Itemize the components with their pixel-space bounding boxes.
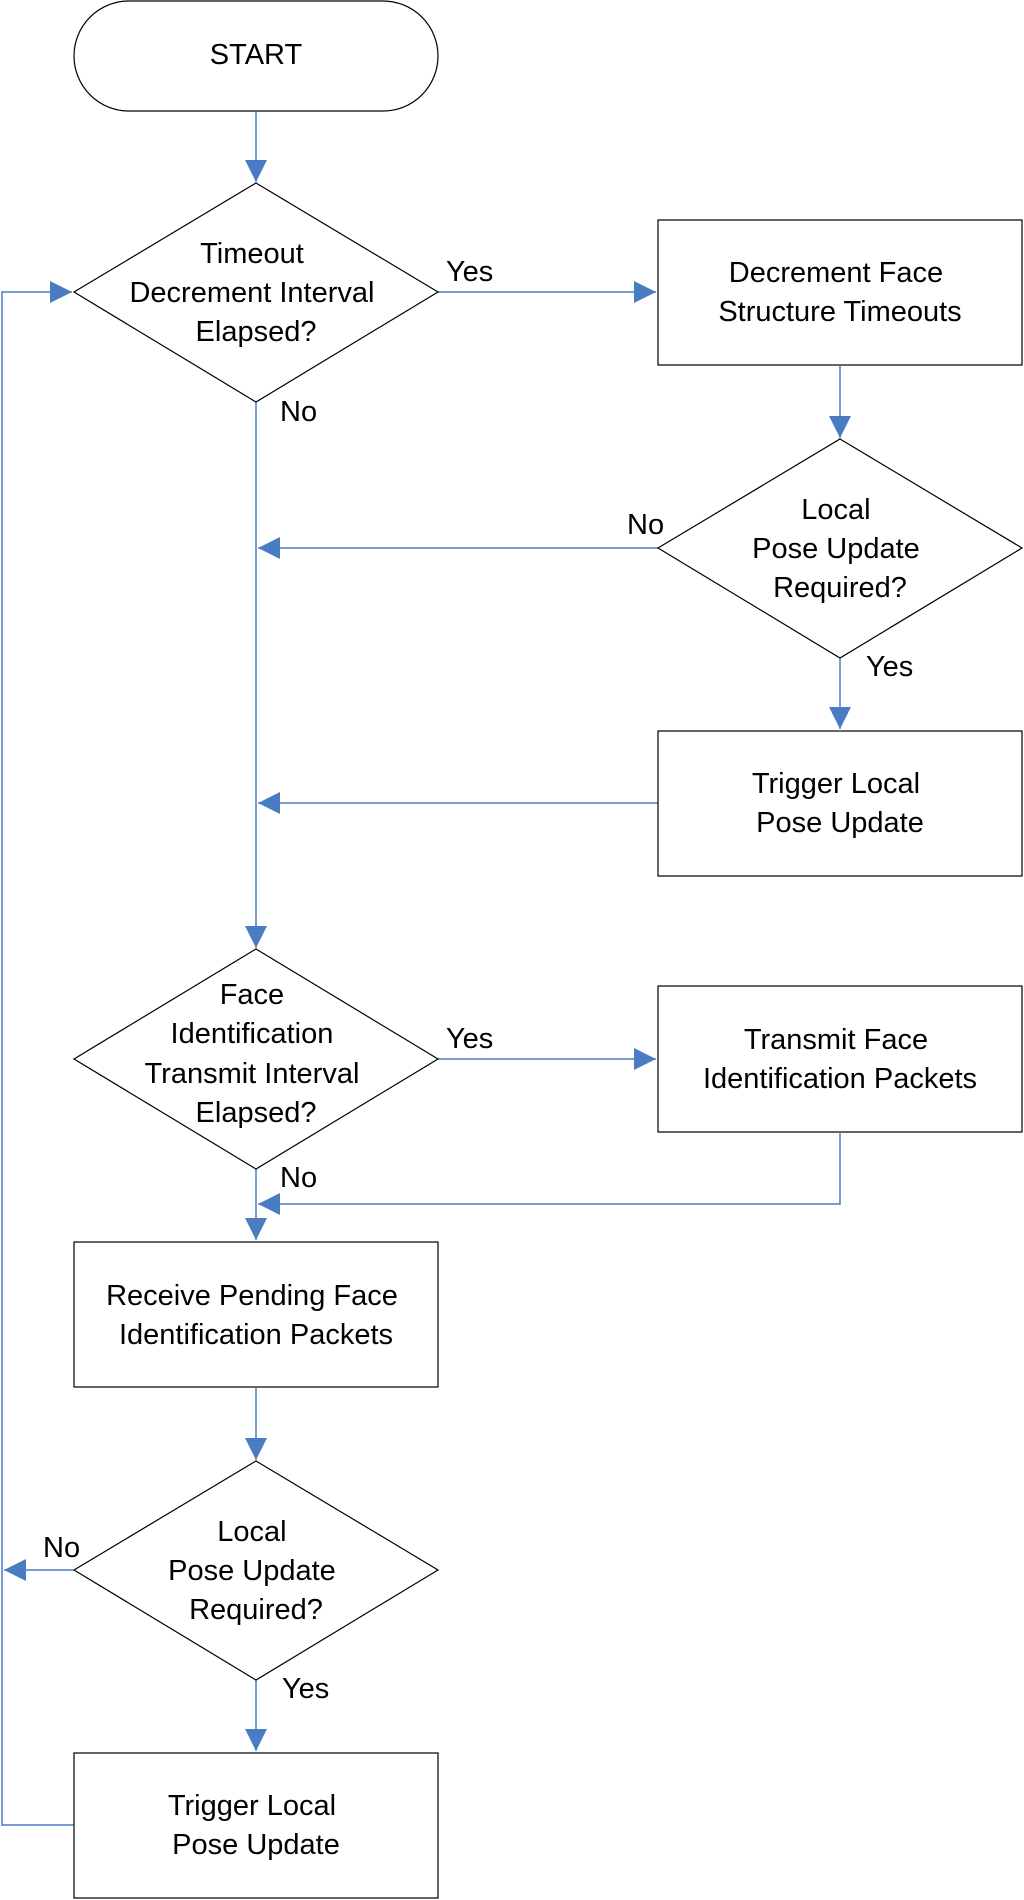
- connector-loop-back-to-timeout: [1, 281, 74, 1826]
- trigger-pose-2-label: Trigger Local Pose Update: [168, 1790, 344, 1861]
- timeout-yes-label: Yes: [446, 256, 493, 288]
- nodes: [72, 0, 1024, 1899]
- pose1-no-label: No: [627, 509, 664, 541]
- faceid-no-label: No: [280, 1162, 317, 1194]
- node-texts: START Timeout Decrement Interval Elapsed…: [106, 39, 977, 1861]
- trigger-pose-process-1: [657, 730, 1023, 877]
- timeout-decision: [72, 182, 440, 403]
- connector-transmit-to-merge: [258, 1133, 841, 1215]
- decrement-timeouts-label: Decrement Face Structure Timeouts: [718, 257, 961, 328]
- pose-decision-1: [656, 438, 1024, 659]
- receive-packets-label: Receive Pending Face Identification Pack…: [106, 1280, 406, 1351]
- edge-labels: Yes No No Yes Yes No No Yes: [43, 256, 913, 1705]
- pose1-yes-label: Yes: [866, 651, 913, 683]
- receive-packets-process: [73, 1241, 439, 1388]
- connectors: [1, 112, 851, 1826]
- face-id-decision-label: Face Identification Transmit Interval El…: [145, 979, 368, 1129]
- decrement-timeouts-process: [657, 219, 1023, 366]
- pose-decision-2: [72, 1460, 440, 1681]
- start-label: START: [210, 39, 303, 71]
- pose-decision-2-label: Local Pose Update Required?: [168, 1516, 344, 1626]
- pose2-no-label: No: [43, 1532, 80, 1564]
- start-terminal: [73, 0, 439, 112]
- timeout-decision-label: Timeout Decrement Interval Elapsed?: [129, 238, 382, 348]
- pose2-yes-label: Yes: [282, 1673, 329, 1705]
- transmit-packets-process: [657, 985, 1023, 1133]
- trigger-pose-1-label: Trigger Local Pose Update: [752, 768, 928, 839]
- trigger-pose-process-2: [73, 1752, 439, 1899]
- face-id-decision: [72, 948, 440, 1170]
- pose-decision-1-label: Local Pose Update Required?: [752, 494, 928, 604]
- timeout-no-label: No: [280, 396, 317, 428]
- faceid-yes-label: Yes: [446, 1023, 493, 1055]
- transmit-packets-label: Transmit Face Identification Packets: [703, 1024, 977, 1095]
